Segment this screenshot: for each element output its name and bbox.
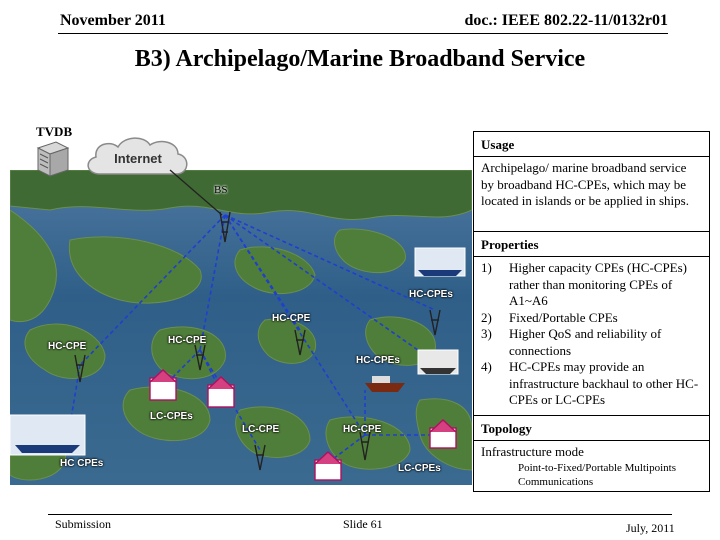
header-divider	[58, 33, 668, 34]
topology-subtext: Point-to-Fixed/Portable Multipoints Comm…	[518, 461, 676, 488]
usage-heading: Usage	[474, 132, 709, 157]
server-icon	[36, 141, 70, 177]
label-lc-cpe-bottom: LC-CPE	[242, 424, 280, 435]
properties-heading: Properties	[474, 232, 709, 257]
footer-slide-number: Slide 61	[343, 517, 383, 531]
header-doc-id: doc.: IEEE 802.22-11/0132r01	[464, 12, 668, 29]
usage-text: Archipelago/ marine broadband service by…	[474, 157, 709, 232]
footer-submission: Submission	[55, 517, 112, 531]
cloud-icon: Internet	[87, 137, 188, 175]
topology-heading: Topology	[474, 416, 709, 441]
map-artwork	[10, 170, 472, 481]
cloud-label: Internet	[114, 151, 162, 166]
label-hc-cpes-mid: HC-CPEs	[356, 355, 400, 366]
footer-divider	[48, 514, 672, 515]
footer-date: July, 2011	[626, 521, 675, 535]
properties-list-container: 1)Higher capacity CPEs (HC-CPEs) rather …	[474, 257, 709, 416]
label-hc-cpe-mid-left: HC-CPE	[168, 335, 207, 346]
tvdb-label: TVDB	[36, 124, 73, 139]
label-hc-cpe-bottom: HC-CPE	[343, 424, 382, 435]
backhaul-link	[169, 169, 223, 216]
bs-label: BS	[214, 184, 228, 196]
info-panel: Usage Archipelago/ marine broadband serv…	[473, 131, 710, 492]
label-hc-cpes-top-right: HC-CPEs	[409, 289, 453, 300]
properties-list: 1)Higher capacity CPEs (HC-CPEs) rather …	[481, 260, 702, 409]
property-item: 4)HC-CPEs may provide an infrastructure …	[481, 359, 699, 407]
property-item: 1)Higher capacity CPEs (HC-CPEs) rather …	[481, 260, 688, 308]
label-lc-cpes-left: LC-CPEs	[150, 411, 193, 422]
property-item: 2)Fixed/Portable CPEs	[481, 309, 618, 325]
archipelago-map: HC-CPEs HC-CPE HC-CPE HC-CPE HC-CPEs LC-…	[10, 170, 472, 485]
label-hc-cpe-left: HC-CPE	[48, 341, 87, 352]
label-lc-cpes-bottom-right: LC-CPEs	[398, 463, 441, 474]
header-date: November 2011	[60, 12, 166, 29]
topology-body: Infrastructure mode Point-to-Fixed/Porta…	[474, 441, 709, 492]
property-item: 3)Higher QoS and reliability of connecti…	[481, 326, 662, 358]
slide-title: B3) Archipelago/Marine Broadband Service	[134, 46, 586, 72]
label-hc-cpes-ship: HC CPEs	[60, 458, 104, 469]
label-hc-cpe-center: HC-CPE	[272, 313, 311, 324]
topology-text: Infrastructure mode	[481, 444, 584, 459]
